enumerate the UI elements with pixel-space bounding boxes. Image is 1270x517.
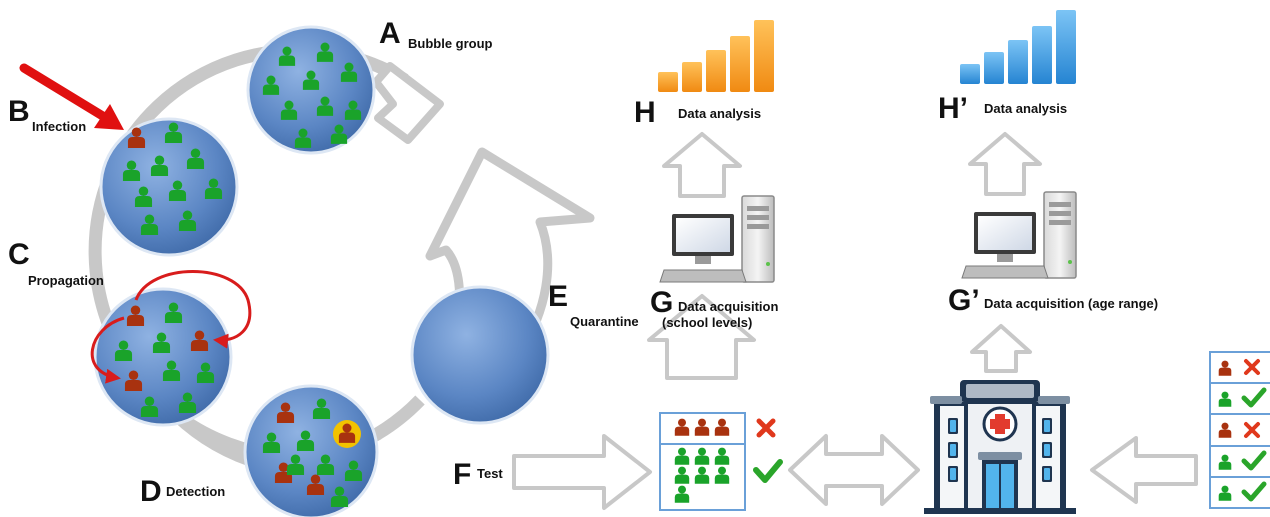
patient-status-list xyxy=(1209,351,1270,509)
label-h-prime-letter: H’ xyxy=(938,92,968,125)
up-arrow-icon xyxy=(662,132,742,198)
label-infection: Infection xyxy=(32,119,87,134)
label-b-letter: B xyxy=(8,95,30,128)
cross-icon xyxy=(756,418,776,438)
spread-arrow-2 xyxy=(90,316,125,384)
label-g-letter: G xyxy=(650,286,674,319)
label-quarantine: Quarantine xyxy=(570,314,639,329)
computer-icon xyxy=(659,195,775,283)
label-a-letter: A xyxy=(379,17,401,50)
label-h-letter: H xyxy=(634,96,656,129)
bar-chart-icon xyxy=(960,10,1076,84)
right-arrow-icon xyxy=(512,434,652,510)
label-g-prime-letter: G’ xyxy=(948,284,980,317)
up-arrow-icon xyxy=(647,294,756,380)
double-arrow-icon xyxy=(788,434,920,506)
quarantine-bubble xyxy=(410,285,550,425)
test-result-table xyxy=(659,412,746,511)
bubble-a xyxy=(246,25,376,155)
left-arrow-icon xyxy=(1090,436,1198,504)
bar-chart-icon xyxy=(658,20,774,92)
label-data-analysis-right: Data analysis xyxy=(984,101,1068,116)
bubble-c xyxy=(90,270,252,427)
label-data-acquisition-age: Data acquisition (age range) xyxy=(984,296,1159,311)
label-test: Test xyxy=(477,466,503,481)
label-data-acquisition-school: Data acquisition xyxy=(678,299,779,314)
bubble-b xyxy=(99,117,239,257)
label-data-analysis-left: Data analysis xyxy=(678,106,762,121)
computer-icon xyxy=(961,191,1077,279)
up-arrow-icon xyxy=(968,132,1042,196)
spread-arrow-1 xyxy=(134,270,252,349)
bubble-d xyxy=(243,384,379,517)
label-school-levels: (school levels) xyxy=(662,315,753,330)
label-bubble-group: Bubble group xyxy=(408,36,493,51)
up-arrow-icon xyxy=(970,324,1032,373)
label-detection: Detection xyxy=(166,484,226,499)
ring-arrow-tail xyxy=(372,62,444,144)
label-d-letter: D xyxy=(140,475,162,508)
label-f-letter: F xyxy=(453,458,472,491)
hospital-icon xyxy=(924,380,1076,514)
infection-arrow xyxy=(19,63,124,130)
label-c-letter: C xyxy=(8,238,30,271)
label-e-letter: E xyxy=(548,280,569,313)
label-propagation: Propagation xyxy=(28,273,104,288)
check-icon xyxy=(753,459,783,483)
